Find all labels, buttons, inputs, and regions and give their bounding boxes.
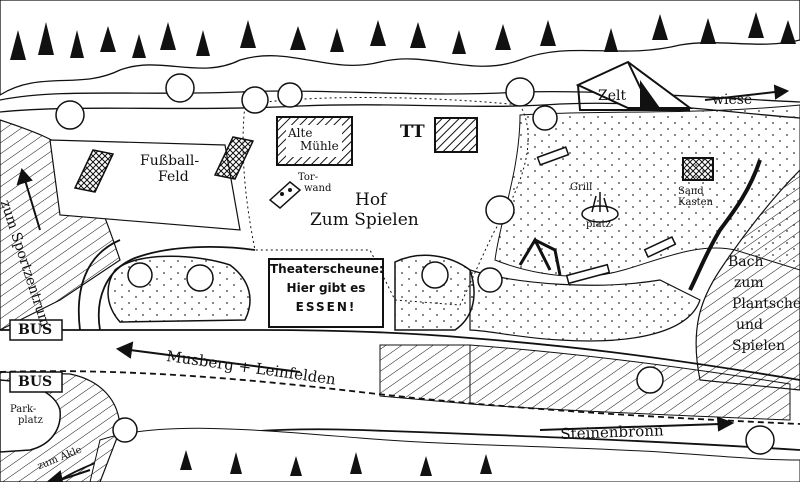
label-parkplatz: Park- platz: [10, 404, 43, 426]
label-hof: Hof Zum Spielen: [310, 190, 419, 230]
goal-icon: [73, 149, 115, 193]
torwand-icon: [268, 181, 302, 209]
label-tt: TT: [400, 122, 425, 142]
sign-line-1: Theaterscheune:: [270, 262, 384, 276]
bench-icon: [536, 146, 677, 285]
conifers: [10, 12, 796, 60]
label-grillplatz: Grill platz: [570, 182, 611, 230]
arrow-icon: [16, 84, 790, 482]
label-bus-bottom: BUS: [18, 374, 53, 390]
sign-line-3: ESSEN!: [295, 300, 357, 314]
sign-line-2: Hier gibt es: [286, 281, 366, 295]
label-sandkasten: Sand Kasten: [678, 186, 713, 208]
fire-icon: [581, 192, 619, 223]
label-bach: Bach zum Plantschen und Spielen: [728, 254, 800, 354]
label-fussballfeld: Fußball- Feld: [140, 153, 200, 185]
swing-icon: [518, 236, 562, 276]
theaterscheune-sign: Theaterscheune: Hier gibt es ESSEN!: [268, 258, 384, 328]
tree-icon: [55, 73, 775, 455]
label-bus-top: BUS: [18, 322, 53, 338]
label-steinenbronn: Steinenbronn: [560, 421, 664, 443]
label-torwand: Tor- wand: [298, 172, 332, 194]
label-zelt: Zelt: [598, 88, 627, 104]
label-alte-muehle: Alte Mühle: [288, 126, 339, 153]
label-wiese: wiese: [712, 92, 753, 108]
tent-icon: [575, 60, 694, 111]
